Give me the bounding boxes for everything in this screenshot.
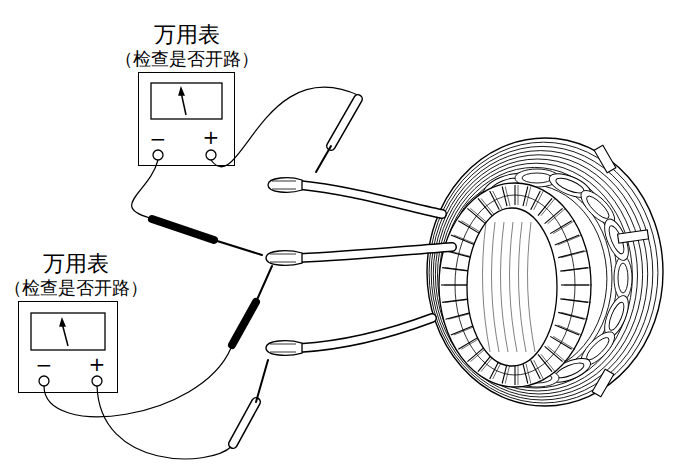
meter-face-part [206, 150, 216, 160]
test-lead-wire-part [211, 87, 360, 167]
stator-winding-part [553, 221, 575, 234]
stator-winding-part [519, 222, 526, 352]
stator-winding-part [522, 173, 552, 183]
multimeter-box: 万用表（检查是否开路） [138, 72, 235, 166]
meter-note: （检查是否开路） [115, 48, 259, 70]
stator-winding-part [467, 208, 557, 366]
meter-face-part [60, 319, 65, 326]
stator-winding-part [541, 354, 555, 371]
stator-winding-part [548, 346, 566, 361]
meter-face-part [31, 313, 105, 350]
stator-winding-part [558, 235, 582, 245]
terminal-lug-part [268, 178, 302, 193]
stator-winding-part [455, 195, 575, 375]
test-lead-wire-part [97, 386, 232, 459]
stator-winding-part [501, 222, 508, 352]
meter-face-part [39, 376, 49, 386]
stator-winding-part [594, 145, 616, 173]
stator-winding-part [584, 335, 612, 363]
test-probe-part [316, 146, 331, 172]
lead-wire [300, 185, 452, 348]
stator-winding-part [553, 336, 575, 349]
test-probe-part [214, 240, 262, 255]
meter-face-part [151, 83, 222, 119]
terminal-sign: + [203, 127, 220, 147]
terminal-lug-part [266, 341, 302, 356]
stator-winding-part [439, 183, 591, 387]
meter-note: （检查是否开路） [4, 277, 148, 299]
stator-winding-part [554, 175, 586, 196]
terminal-sign: + [89, 354, 106, 374]
stator-winding-part [440, 163, 633, 388]
lead-wire-part [300, 185, 442, 214]
stator-winding-part [563, 268, 591, 272]
lead-wire-part [300, 185, 442, 214]
stator-winding-part [584, 193, 612, 221]
stator-winding-part [438, 159, 638, 391]
stator-winding-part [492, 222, 499, 352]
lead-wire-part [300, 318, 432, 348]
stator-winding-part [561, 312, 587, 319]
terminal-lug-part [272, 181, 296, 189]
stator-winding-part [592, 369, 614, 397]
stator-winding-part [431, 146, 653, 400]
stator-winding [427, 138, 663, 406]
stator-winding-part [614, 256, 632, 300]
test-probe-part [232, 302, 256, 345]
stator-winding-part [561, 251, 587, 258]
test-probe-part [331, 99, 358, 146]
test-probe-part [256, 266, 272, 302]
stator-winding-part [606, 301, 627, 333]
meter-face-part [179, 88, 184, 95]
stator-winding-part [558, 325, 582, 335]
stator-winding-part [541, 198, 555, 215]
meter-title: 万用表 [4, 251, 148, 277]
multimeter-box: 万用表（检查是否开路） [18, 301, 118, 393]
stator-winding-part [427, 138, 663, 406]
test-probe-part [233, 402, 256, 444]
stator-winding-part [618, 230, 649, 243]
stator-winding-part [470, 208, 488, 223]
meter-face [31, 83, 222, 386]
lead-wire-part [300, 318, 432, 348]
terminal-sign: − [36, 355, 53, 375]
test-lead-wire-part [44, 348, 231, 417]
meter-face-part [153, 150, 163, 160]
stator-winding-part [435, 155, 642, 394]
stator-winding-part [548, 208, 566, 223]
terminal-lug-part [266, 251, 302, 266]
test-lead-wire-part [132, 160, 158, 218]
terminal-lug-part [270, 254, 296, 262]
stator-winding-part [429, 142, 658, 403]
stator-winding-part [510, 222, 517, 352]
meter-heading: 万用表（检查是否开路） [4, 251, 148, 299]
terminal-lug-part [270, 344, 296, 352]
stator-winding-part [483, 222, 490, 352]
test-probe [152, 99, 358, 444]
lead-wire-part [300, 247, 452, 258]
stator-winding-part [433, 151, 647, 397]
test-probe-part [152, 219, 214, 240]
stator-winding-part [563, 299, 591, 303]
test-probe-part [331, 99, 358, 146]
terminal-sign: − [150, 129, 167, 149]
meter-face-part [92, 376, 102, 386]
test-probe-part [233, 402, 256, 444]
meter-heading: 万用表（检查是否开路） [115, 22, 259, 70]
stator-winding-part [528, 222, 535, 352]
lead-wire-part [300, 247, 452, 258]
meter-title: 万用表 [115, 22, 259, 48]
stator-winding-part [618, 263, 628, 293]
stator-winding-part [564, 285, 592, 286]
test-probe-part [256, 360, 268, 402]
